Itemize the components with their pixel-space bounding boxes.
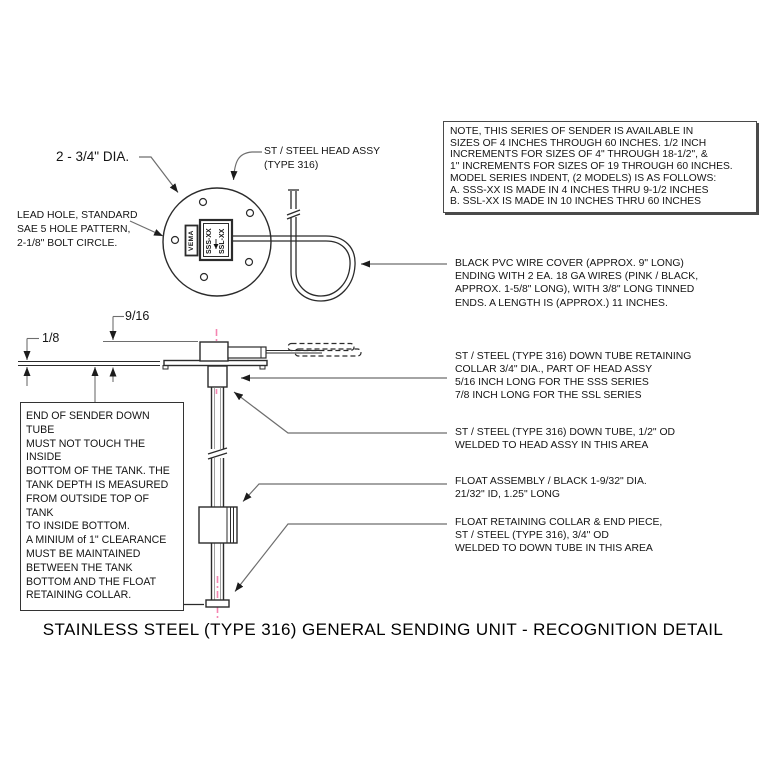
leader-diameter bbox=[139, 156, 179, 193]
head-flange-circle bbox=[162, 187, 272, 297]
model-nameplate bbox=[198, 218, 234, 262]
model-marking-ssl: SSL-XX bbox=[219, 228, 226, 255]
diameter-label: 2 - 3/4" DIA. bbox=[56, 149, 130, 164]
model-marking-sss: SSS-XX bbox=[206, 228, 213, 255]
tank-top-plate bbox=[18, 360, 160, 367]
leader-float-collar bbox=[234, 523, 447, 592]
leader-lines bbox=[129, 151, 447, 592]
bolt-holes bbox=[170, 197, 255, 282]
end-piece bbox=[205, 599, 230, 608]
float-assembly-label: FLOAT ASSEMBLY / BLACK 1-9/32" DIA. 21/3… bbox=[455, 476, 647, 501]
sender-side-view bbox=[18, 329, 362, 618]
brand-nameplate bbox=[184, 224, 199, 257]
float-assembly bbox=[198, 506, 238, 544]
head-assy-label: ST / STEEL HEAD ASSY (TYPE 316) bbox=[264, 146, 381, 171]
drawing-title: STAINLESS STEEL (TYPE 316) GENERAL SENDI… bbox=[42, 620, 724, 639]
pigtail-wires bbox=[266, 342, 362, 357]
down-tube-retaining-collar bbox=[207, 365, 228, 388]
leader-head-assy bbox=[230, 151, 262, 181]
down-tube-label: ST / STEEL (TYPE 316) DOWN TUBE, 1/2" OD… bbox=[455, 427, 676, 452]
float-collar-label: FLOAT RETAINING COLLAR & END PIECE, ST /… bbox=[455, 517, 663, 555]
down-tube bbox=[210, 387, 225, 601]
wire-cover-label: BLACK PVC WIRE COVER (APPROX. 9" LONG) E… bbox=[455, 258, 699, 309]
dim-plate-thickness: 1/8 bbox=[42, 331, 60, 345]
leader-float bbox=[242, 483, 447, 502]
leader-down-tube bbox=[233, 391, 447, 434]
tank-depth-warning-box: END OF SENDER DOWN TUBE MUST NOT TOUCH T… bbox=[20, 402, 184, 612]
wire-connector bbox=[227, 346, 267, 359]
wire-cover-pigtail bbox=[232, 189, 356, 302]
brand-marking: VEMA bbox=[188, 230, 195, 251]
dimension-lines bbox=[23, 315, 198, 603]
head-block bbox=[199, 341, 229, 362]
lead-hole-label: LEAD HOLE, STANDARD SAE 5 HOLE PATTERN, … bbox=[17, 210, 138, 249]
leader-lead-hole bbox=[129, 220, 164, 237]
availability-note: NOTE, THIS SERIES OF SENDER IS AVAILABLE… bbox=[443, 121, 757, 213]
head-assembly-top-view bbox=[162, 187, 356, 302]
tube-break-symbol bbox=[207, 447, 228, 460]
retaining-collar-label: ST / STEEL (TYPE 316) DOWN TUBE RETAININ… bbox=[455, 351, 692, 401]
dim-head-height: 9/16 bbox=[125, 309, 150, 323]
